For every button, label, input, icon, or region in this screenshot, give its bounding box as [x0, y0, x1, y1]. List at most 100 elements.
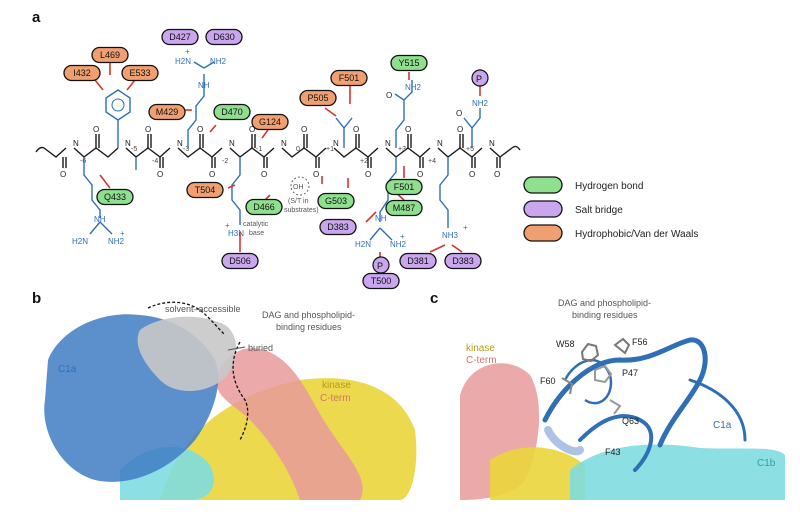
position-label: +5	[466, 146, 474, 153]
dag-binding-surface	[137, 316, 237, 392]
residue-label-p505: P505	[307, 93, 328, 103]
position-label: -5	[131, 146, 137, 153]
atom-nh: NH	[375, 214, 387, 223]
residue-pill-d383	[444, 252, 482, 270]
residue-label-q433: Q433	[104, 192, 126, 202]
buried-boundary	[232, 341, 249, 441]
phospho-p-circle	[372, 256, 390, 274]
residue-label-t504: T504	[195, 185, 216, 195]
interaction-legend: Hydrogen bond Salt bridge Hydrophobic/Va…	[523, 176, 698, 242]
atom-o: O	[60, 170, 66, 179]
atom-nh2: NH2	[108, 237, 125, 246]
charge-plus: +	[185, 47, 190, 56]
c1a-ribbon	[542, 337, 708, 448]
residue-label-e533: E533	[129, 68, 150, 78]
f60-stick	[561, 377, 574, 395]
substrate-oh: OH (S/T in substrates) catalytic base	[243, 176, 319, 237]
phospho-p-label: P	[377, 261, 383, 271]
atom-n: N	[177, 139, 183, 148]
st-note-1: (S/T in	[288, 198, 309, 205]
panel-label-b: b	[32, 290, 41, 307]
panel-c-structure	[460, 337, 785, 500]
label-c1a: C1a	[58, 364, 77, 375]
charge-plus: +	[225, 221, 230, 230]
atom-o: O	[365, 170, 371, 179]
atom-o: O	[494, 170, 500, 179]
kinase-surface	[490, 447, 585, 500]
residue-label-y515: Y515	[398, 58, 419, 68]
position-label: -6	[80, 158, 86, 165]
residue-pill-d427	[161, 28, 199, 46]
atom-nh3: NH3	[442, 231, 459, 240]
residue-pill-i432	[63, 64, 101, 82]
residue-pill-t504	[186, 181, 224, 199]
st-note-2: substrates)	[284, 207, 319, 214]
atom-nh: NH	[198, 81, 210, 90]
charge-plus: +	[400, 232, 405, 241]
residue-label-q63: Q63	[622, 416, 639, 426]
legend-swatch-hydrogen	[523, 176, 563, 194]
atom-o: O	[209, 170, 215, 179]
label-buried: buried	[248, 343, 273, 353]
residue-label-i432: I432	[73, 68, 91, 78]
phospho-groups: P P	[372, 69, 489, 274]
catalytic-base-note-1: catalytic	[243, 221, 269, 228]
atom-n: N	[229, 139, 235, 148]
position-label: -1	[256, 146, 262, 153]
atom-nh2: NH2	[472, 99, 489, 108]
cterm-surface	[215, 348, 363, 500]
residue-pill-d470	[213, 103, 251, 121]
residue-pill-d381	[399, 252, 437, 270]
residue-label-g124: G124	[259, 117, 281, 127]
atom-o: O	[457, 125, 463, 134]
q63-stick	[609, 399, 622, 415]
residue-label-w58: W58	[556, 339, 575, 349]
residue-pill-q433	[96, 188, 134, 206]
backbone-atoms: O O O O O O O O O O O O O O O O O N N N …	[60, 125, 500, 179]
label-c1b: C1b	[757, 458, 776, 469]
position-label: 0	[296, 146, 300, 153]
residue-label-p47: P47	[622, 368, 638, 378]
residue-label-d466: D466	[253, 202, 275, 212]
label-kinase: kinase	[322, 380, 351, 391]
atom-o: O	[301, 125, 307, 134]
charge-plus: +	[120, 229, 125, 238]
phospho-p-label: P	[476, 74, 482, 84]
atom-o: O	[469, 170, 475, 179]
residue-label-d630: D630	[213, 32, 235, 42]
label-dag-line1: DAG and phospholipid-	[262, 310, 355, 320]
residue-label-f43: F43	[605, 447, 621, 457]
residue-pill-d383	[319, 218, 357, 236]
label-kinase: kinase	[466, 343, 495, 354]
residue-pill-e533	[121, 64, 159, 82]
residue-label-f501: F501	[339, 73, 360, 83]
position-label: +3	[398, 146, 406, 153]
position-label: -3	[183, 146, 189, 153]
atom-o: O	[157, 170, 163, 179]
oh-circle	[290, 176, 310, 196]
residue-pill-g503	[317, 192, 355, 210]
atom-h2n: H2N	[72, 237, 88, 246]
residue-pill-d466	[245, 198, 283, 216]
panel-b-surface	[44, 301, 417, 500]
residue-pill-p505	[299, 89, 337, 107]
atom-nh: NH	[94, 215, 106, 224]
peptide-backbone	[35, 134, 521, 168]
position-label: -2	[222, 158, 228, 165]
legend-label: Salt bridge	[575, 205, 623, 216]
atom-n: N	[385, 139, 391, 148]
atom-o: O	[261, 170, 267, 179]
residue-pill-d506	[221, 252, 259, 270]
residue-label-d383: D383	[452, 256, 474, 266]
residue-label-f501: F501	[394, 182, 415, 192]
panel-label-c: c	[430, 290, 438, 307]
oh-label: OH	[293, 184, 304, 191]
atom-n: N	[125, 139, 131, 148]
position-label: +2	[360, 158, 368, 165]
legend-swatch-hydrophobic	[523, 224, 563, 242]
atom-o: O	[145, 125, 151, 134]
atom-o: O	[353, 125, 359, 134]
residue-pill-d630	[205, 28, 243, 46]
